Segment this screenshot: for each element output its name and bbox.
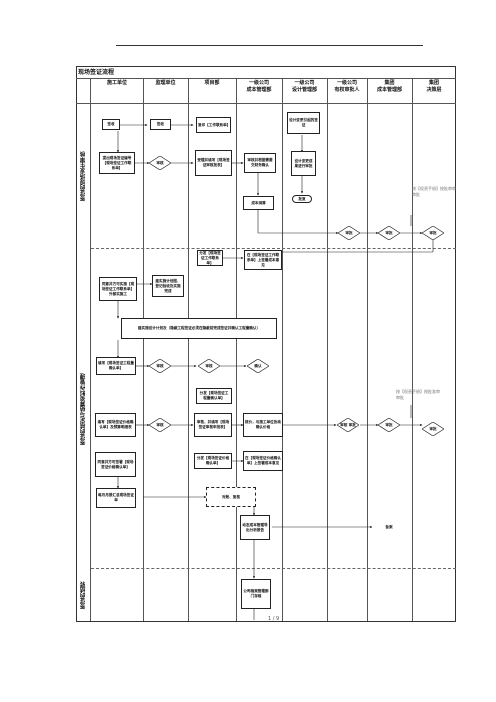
col-header-cost-l1: 一级公司 成本管理部 [246, 80, 272, 93]
decision-confirm: 确认 [247, 359, 269, 373]
page-number: 1 / 9 [268, 616, 280, 622]
fill-quantity-box: 填写【现场签证工程量确认单】 [96, 357, 136, 375]
record-box: 备案 [372, 521, 406, 533]
implementation-design-box: 建实施设计计划及（隐蔽工程签证必须在隐蔽前完成签证并确认工程量确认） [121, 318, 277, 339]
decision-review-approve: 审核 审批 [337, 418, 359, 432]
distribute-price-box: 分发【现场签证价格确认单】 [194, 453, 232, 469]
implementation-plan-box: 建实施计划图、登记验收及实施完成 [152, 275, 184, 297]
col-header-supervisor: 监理单位 [155, 80, 176, 86]
reply-terminal: 批复 [292, 195, 312, 203]
distribute-quantity-box: 分发【现场签证工程量确认单】 [196, 388, 232, 404]
dynamic-cost-report-box: 动态成本管理导出分析报告 [240, 515, 270, 540]
decision-review-2: 审核 [149, 359, 171, 373]
header-separator [76, 78, 456, 79]
decision-approve-5: 审批 [422, 422, 444, 436]
decision-review-4: 审核 [149, 418, 171, 432]
col-header-cost-group: 集团 成本管理部 [376, 80, 402, 93]
decision-review-2-label: 审核 [156, 363, 164, 368]
decision-approve-3: 审批 [422, 226, 444, 240]
col-line-6 [367, 78, 368, 621]
supervisor-sign-box: 签收 [150, 119, 171, 130]
decision-approve-2: 审批 [378, 226, 400, 240]
phase-divider-2 [91, 568, 456, 569]
design-change-visa-box: 设计变更引起的签证 [287, 112, 320, 134]
col-line-5 [327, 78, 328, 621]
decision-approve-4: 审批 [378, 418, 400, 432]
design-result-approve-box: 设计变更成果进行审批 [291, 151, 316, 176]
decision-approve-1-label: 审批 [345, 230, 353, 235]
decision-approve-1: 审批 [338, 226, 360, 240]
phase-col-line [90, 78, 91, 621]
col-header-approver-l1: 一级公司 有权审批人 [334, 80, 360, 93]
review-approval-form-box: 审核，并填写【现场签证审核申批表】 [194, 413, 232, 437]
decision-approve-4-label: 审批 [385, 422, 393, 427]
authority-note-1: 按【权责手册】按批审审审批 [412, 186, 456, 197]
col-header-contractor: 施工单位 [106, 80, 127, 86]
contractor-sign-box: 签收 [102, 119, 120, 130]
cost-estimate-box: 成本测算 [243, 196, 274, 210]
cost-opinion-price-box: 在【现场签证价格确认单】上签署成本意见 [243, 451, 283, 471]
accept-visa-box: 受理并填写【现场签证审核批表】 [195, 150, 232, 176]
decision-confirm-label: 确认 [254, 363, 262, 368]
col-line-1 [143, 78, 144, 621]
decision-review-1-label: 审核 [156, 160, 164, 165]
fill-price-box: 填写【现场签证价格确认单】及预算明细表 [95, 413, 136, 437]
chart-title: 现场签证流程 [78, 69, 115, 76]
counter-check-box: 对账、复核 [206, 487, 256, 507]
col-line-3 [236, 78, 237, 621]
agree-implement-box: 同意并方可实施【现场签证工作联系单】外部实施工 [99, 277, 137, 301]
col-line-2 [188, 78, 189, 621]
col-line-4 [282, 78, 283, 621]
submit-visa-box: 提出现场签证编号【现场签证工作联系单】 [99, 152, 135, 174]
decision-approve-5-label: 审批 [429, 426, 437, 431]
header-rule [116, 45, 423, 46]
phase-divider-1 [91, 248, 456, 249]
header-bottom [76, 103, 456, 104]
sign-price-box: 同意并方可签署【现场签证价格确认单】 [95, 452, 136, 477]
col-header-decision-group: 集团 决策层 [426, 80, 442, 93]
authority-note-2: 按【权责手册】按批准审审批 [396, 389, 440, 400]
decision-review-approve-label: 审核 审批 [340, 422, 356, 427]
col-line-7 [412, 78, 413, 621]
review-finance-box: 审核并根据需要交财务确认 [244, 153, 276, 173]
decision-review-1: 审核 [149, 156, 171, 170]
col-header-design-l1: 一级公司 设计管理部 [291, 80, 317, 93]
flowchart-frame [76, 66, 456, 622]
decision-approve-2-label: 审批 [385, 230, 393, 235]
cost-opinion-form-box: 在【现场签证工作联系单】上签署成本意见 [244, 250, 282, 270]
decision-review-3-label: 审核 [205, 363, 213, 368]
distribute-form-box: 分发【现场签证工作联系单】 [197, 250, 223, 266]
price-negotiate-box: 核价，与施工单位协商确认价格 [243, 413, 283, 437]
decision-review-4-label: 审核 [156, 422, 164, 427]
decision-review-3: 审核 [198, 359, 220, 373]
archive-box: 公司档案管理部门存档 [241, 579, 271, 609]
decision-approve-3-label: 审批 [429, 230, 437, 235]
copy-work-form-box: 复印【工作联系单】 [196, 117, 231, 133]
monthly-summary-box: 每月月报汇总现场签证单 [96, 488, 136, 508]
col-header-project: 项目部 [204, 80, 220, 86]
